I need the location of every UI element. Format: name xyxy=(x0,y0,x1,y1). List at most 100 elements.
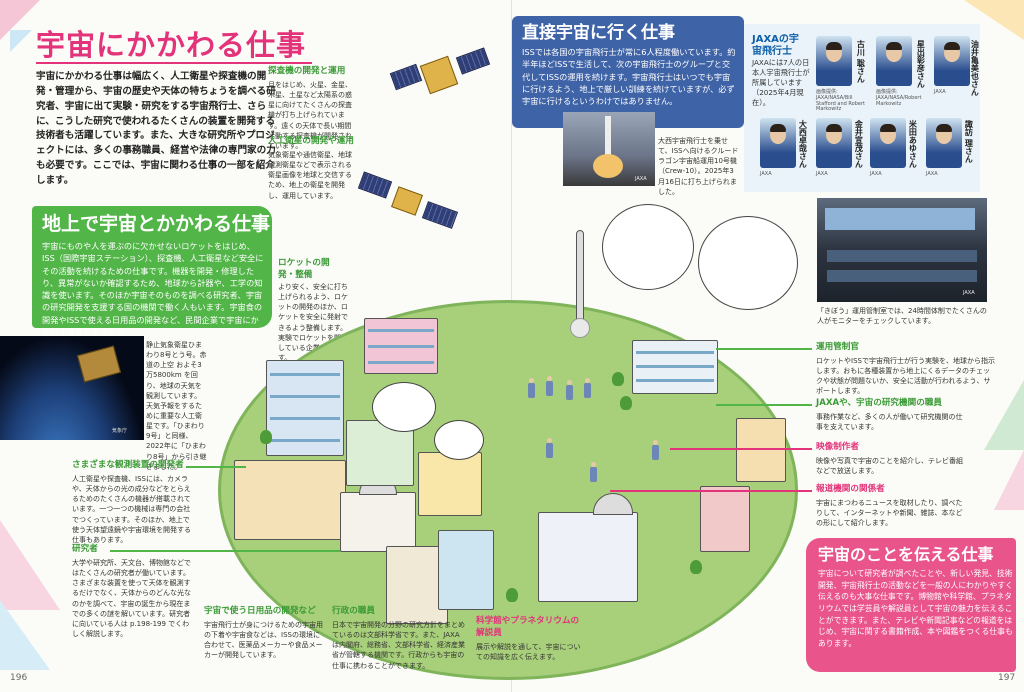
researcher-label: 研究者 xyxy=(72,544,98,554)
tv-pointer xyxy=(670,448,812,450)
astronaut-credit: JAXA xyxy=(816,171,828,177)
rocket-illustration xyxy=(570,230,590,340)
ground-jobs-body: 宇宙にものや人を運ぶのに欠かせないロケットをはじめ、ISS（国際宇宙ステーション… xyxy=(42,241,264,338)
astronauts-body: JAXAには7人の日本人宇宙飛行士が所属しています（2025年4月現在）。 xyxy=(752,58,810,108)
astronaut-credit: JAXA xyxy=(760,171,772,177)
satellite-desc: 気象衛星や通信衛星、地球観測衛星などで表示される衛星画像を地球と交信するため、地… xyxy=(268,151,352,200)
ops-label: 運用管制官 xyxy=(816,342,859,352)
decor-triangle xyxy=(0,520,60,610)
tree xyxy=(690,560,702,574)
instrument-pointer xyxy=(186,466,246,468)
planetarium-building xyxy=(538,493,638,602)
astronaut-name: 諏訪 理さん xyxy=(964,120,974,163)
decor-triangle xyxy=(10,30,32,52)
kibo-control-room-photo: JAXA xyxy=(817,198,987,302)
astronaut-photo xyxy=(926,118,962,168)
astronaut-photo xyxy=(760,118,796,168)
decor-triangle xyxy=(0,600,50,670)
person-figure xyxy=(528,378,535,398)
government-building xyxy=(386,546,448,624)
satellite-illustration xyxy=(357,170,470,240)
astronaut-photo xyxy=(870,118,906,168)
tv-building xyxy=(736,418,786,482)
admin-label: 行政の職員 xyxy=(332,606,375,616)
astronaut-photo xyxy=(934,36,970,86)
planetarium-desc: 展示や解説を通して、宇宙についての知識を広く伝えます。 xyxy=(476,643,581,662)
planetarium-label: 科学館やプラネタリウムの解説員 xyxy=(476,616,580,638)
jaxa-staff-label: JAXAや、宇宙の研究機関の職員 xyxy=(816,398,942,408)
rocket-label: ロケットの開発・整備 xyxy=(278,258,330,280)
person-figure xyxy=(546,438,553,458)
satellite-label: 人工衛星の開発や運用 xyxy=(268,136,354,146)
researcher-pointer xyxy=(110,550,340,552)
tree xyxy=(260,430,272,444)
press-pointer xyxy=(610,490,812,492)
astronaut-name: 油井亀美也さん xyxy=(970,40,980,96)
tv-label: 映像制作者 xyxy=(816,442,859,452)
astronaut-photo xyxy=(816,118,852,168)
astronaut-photo xyxy=(816,36,852,86)
lab-building xyxy=(266,360,344,456)
press-desc: 宇宙にまつわるニュースを取材したり、調べたりして、インターネットや新聞、雑誌、本… xyxy=(816,499,963,528)
office-building xyxy=(438,530,494,610)
himawari-caption: 静止気象衛星ひまわり8号とう号。赤道の上空 およそ3万5800km を回り、地球… xyxy=(146,341,207,471)
tree xyxy=(506,588,518,602)
rocket-building xyxy=(364,318,438,374)
control-photo-credit: JAXA xyxy=(963,290,975,296)
person-figure xyxy=(546,376,553,396)
communication-jobs-body: 宇宙について研究者が調べたことや、新しい発見、技術開発、宇宙飛行士の活動などを一… xyxy=(818,569,1013,649)
right-page-number: 197 xyxy=(998,673,1016,683)
astronaut-credit: JAXA xyxy=(870,171,882,177)
space-jobs-panel xyxy=(512,16,744,128)
astronaut-name: 金井宣茂さん xyxy=(854,120,864,168)
astronaut-bubble xyxy=(602,204,694,290)
astronaut-name: 大西卓哉さん xyxy=(798,120,808,168)
person-figure xyxy=(566,380,573,400)
control-room-bubble xyxy=(698,216,798,310)
press-label: 報道機関の関係者 xyxy=(816,484,885,494)
press-building xyxy=(700,486,750,552)
probe-label: 探査機の開発と運用 xyxy=(268,66,346,76)
astronaut-credit: JAXA xyxy=(934,89,946,95)
communication-jobs-title: 宇宙のことを伝える仕事 xyxy=(818,545,994,564)
clothes-building xyxy=(418,452,482,516)
tv-desc: 映像や写真で宇宙のことを紹介し、テレビ番組などで放送します。 xyxy=(816,457,963,476)
goods-bubble xyxy=(372,382,436,432)
person-figure xyxy=(652,440,659,460)
space-jobs-title: 直接宇宙に行く仕事 xyxy=(522,23,675,43)
intro-text: 宇宙にかかわる仕事は幅広く、人工衛星や探査機の開発・管理から、宇宙の歴史や天体の… xyxy=(36,71,276,187)
person-figure xyxy=(590,462,597,482)
decor-triangle xyxy=(994,450,1024,510)
admin-desc: 日本で宇宙開発の分野の研究方針をまとめているのは文部科学省です。また、JAXAは… xyxy=(332,621,465,670)
communication-jobs-panel xyxy=(806,538,1016,672)
page-title: 宇宙にかかわる仕事 xyxy=(36,28,307,62)
control-building xyxy=(632,340,718,394)
factory-building xyxy=(234,460,346,540)
himawari-satellite-photo: 気象庁 xyxy=(0,336,144,440)
ground-jobs-title: 地上で宇宙とかかわる仕事 xyxy=(42,213,271,235)
astronaut-credit: 画像提供: JAXA/NASA/Bill Stafford and Robert… xyxy=(816,89,866,113)
clothes-bubble xyxy=(434,420,484,460)
ops-desc: ロケットやISSで宇宙飛行士が行う実験を、地球から指示します。おもに各種装置から… xyxy=(816,357,995,396)
observatory-building xyxy=(340,475,416,552)
probe-illustration xyxy=(389,46,502,116)
researcher-desc: 大学や研究所、天文台、博物館などではたくさんの研究者が働いています。さまざまな装… xyxy=(72,559,191,638)
jaxa-staff-desc: 事務作業など、多くの人が働いて研究機関の仕事を支えています。 xyxy=(816,413,963,432)
astronaut-name: 古川 聡さん xyxy=(856,40,866,83)
probe-desc: 月をはじめ、火星、金星、木星、土星など太陽系の惑星に向けてたくさんの探査機が打ち… xyxy=(268,81,352,150)
crew10-launch-photo: JAXA xyxy=(563,112,655,186)
ground-jobs-panel xyxy=(32,206,272,328)
astronaut-name: 星出彰彦さん xyxy=(916,40,926,88)
person-figure xyxy=(584,378,591,398)
instrument-desc: 人工衛星や探査機、ISSには、カメラや、天体からの光の成分などをとらえるためのた… xyxy=(72,475,191,544)
astronaut-photo xyxy=(876,36,912,86)
kibo-control-caption: 「きぼう」運用管制室では、24時間体制でたくさんの人がモニターをチェックしていま… xyxy=(817,307,987,326)
astronauts-heading: JAXAの宇宙飛行士 xyxy=(752,34,799,57)
jaxa-staff-pointer xyxy=(716,404,812,406)
title-underline xyxy=(36,62,312,64)
space-jobs-body: ISSでは各国の宇宙飛行士が常に6人程度働いています。約半年ほどISSで生活して… xyxy=(522,47,736,107)
goods-label: 宇宙で使う日用品の開発など xyxy=(204,606,316,616)
left-page-number: 196 xyxy=(10,673,28,683)
astronaut-name: 米田あゆさん xyxy=(908,120,918,168)
crew10-caption: 大西宇宙飛行士を乗せて、ISSへ向けるクルードラゴン宇宙船運用10号機（Crew… xyxy=(658,137,739,196)
